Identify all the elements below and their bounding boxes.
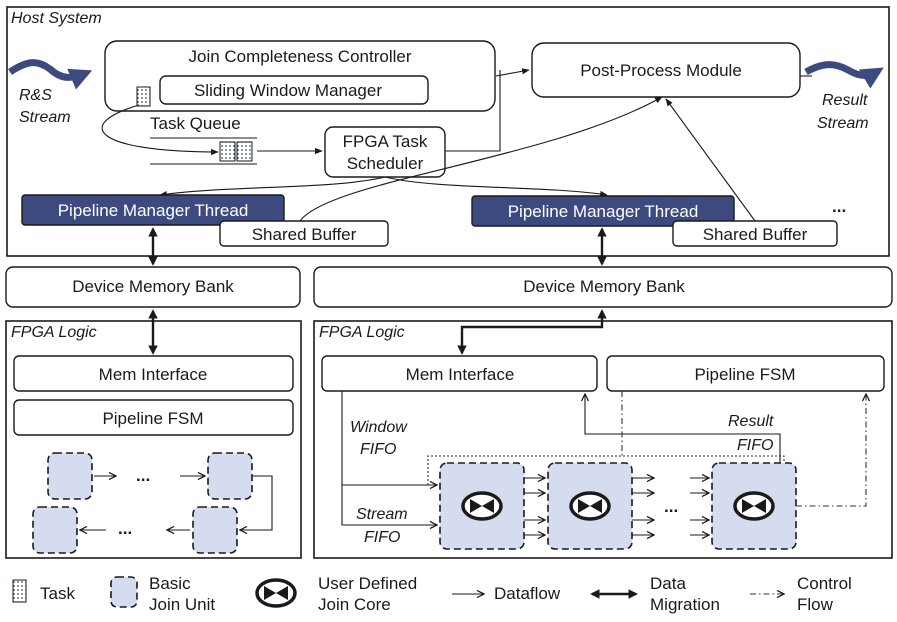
buffer-1-to-postprocess-arrow — [299, 96, 663, 222]
join-core-icon — [733, 491, 775, 521]
legend-migration-1: Data — [650, 574, 686, 593]
result-fifo-dataflow — [585, 394, 781, 463]
scheduler-to-postprocess-line — [445, 70, 501, 152]
basic-join-unit — [47, 452, 93, 500]
result-stream-arrow — [804, 61, 884, 89]
join-core-icon — [461, 491, 503, 521]
result-stream-label-2: Stream — [817, 115, 869, 132]
mem-interface-1 — [13, 355, 294, 392]
window-broadcast-path — [427, 455, 785, 485]
pipeline-thread-1-label: Pipeline Manager Thread — [58, 201, 249, 220]
legend-join-unit-1: Basic — [149, 574, 191, 593]
legend-dataflow: Dataflow — [494, 584, 561, 603]
input-stream-label-1: R&S — [19, 87, 52, 104]
legend-migration-2: Migration — [650, 595, 720, 614]
basic-join-unit — [192, 506, 238, 554]
task-legend-icon — [12, 579, 27, 603]
scheduler-label-1: FPGA Task — [343, 132, 428, 151]
fpga-logic-2-title: FPGA Logic — [319, 324, 405, 341]
queued-task-1 — [219, 141, 236, 162]
result-stream-label-1: Result — [822, 92, 868, 109]
memory-2-to-interface-arrow — [457, 309, 607, 355]
shared-buffer-1-label: Shared Buffer — [252, 225, 357, 244]
stream-fifo-label-1: Stream — [356, 506, 408, 523]
basic-join-unit — [207, 452, 253, 500]
shared-buffer-1 — [219, 220, 389, 247]
legend-core-1: User Defined — [318, 574, 417, 593]
controller-to-postprocess-arrow — [495, 68, 530, 77]
fpga-logic-2: FPGA Logic Mem Interface Pipeline FSM Wi… — [313, 309, 893, 559]
input-stream-arrow — [8, 59, 93, 90]
join-core-icon — [569, 491, 611, 521]
join-unit-legend-icon — [110, 576, 138, 608]
scheduler-to-thread-2-arrow — [384, 176, 608, 198]
post-process-label: Post-Process Module — [580, 61, 742, 80]
post-process-module — [531, 42, 801, 98]
legend-core-2: Join Core — [318, 595, 391, 614]
stream-fifo-label-2: FIFO — [364, 529, 400, 546]
basic-join-unit — [32, 506, 78, 554]
unit-return-arrow — [240, 475, 273, 530]
device-memory-bank-2 — [313, 266, 893, 308]
pipeline-fsm-1 — [13, 399, 294, 436]
legend-control-2: Flow — [797, 595, 834, 614]
host-system: Host System R&S Stream Result Stream Joi… — [6, 6, 890, 257]
queued-task-2 — [236, 141, 253, 162]
pipeline-fsm-2 — [606, 355, 885, 392]
fpga-logic-1: FPGA Logic Mem Interface Pipeline FSM ..… — [5, 309, 302, 559]
scheduler-label-2: Scheduler — [347, 154, 424, 173]
result-fifo-label-2: FIFO — [737, 437, 773, 454]
legend-task: Task — [40, 584, 75, 603]
host-system-title: Host System — [11, 10, 102, 27]
join-core-legend-icon — [255, 578, 297, 608]
pipeline-fsm-2-label: Pipeline FSM — [694, 365, 795, 384]
join-controller-label: Join Completeness Controller — [189, 47, 412, 66]
result-fifo-label-1: Result — [728, 413, 774, 430]
task-to-queue-arrow — [101, 104, 219, 156]
mem-interface-1-label: Mem Interface — [99, 365, 208, 384]
device-memory-bank-1 — [5, 266, 301, 308]
pipeline-thread-2-label: Pipeline Manager Thread — [508, 202, 699, 221]
sliding-window-label: Sliding Window Manager — [194, 81, 382, 100]
fpga-logic-1-title: FPGA Logic — [11, 324, 97, 341]
window-fifo-label-1: Window — [350, 419, 408, 436]
memory-bank-2-label: Device Memory Bank — [523, 277, 685, 296]
pipeline-manager-thread-1 — [21, 194, 285, 226]
task-queue-label: Task Queue — [150, 114, 241, 133]
task-in-controller — [136, 86, 151, 107]
more-threads-ellipsis: ... — [832, 197, 846, 216]
join-units-ellipsis: ... — [664, 497, 678, 516]
memory-bank-1-label: Device Memory Bank — [72, 277, 234, 296]
legend-control-1: Control — [797, 574, 852, 593]
window-fifo-label-2: FIFO — [360, 441, 396, 458]
legend: Task Basic Join Unit User Defined Join C… — [12, 574, 852, 614]
buffer-2-to-postprocess-arrow — [665, 98, 756, 222]
legend-join-unit-2: Join Unit — [149, 595, 215, 614]
mem-interface-2-label: Mem Interface — [406, 365, 515, 384]
mem-interface-2 — [321, 355, 598, 392]
pipeline-fsm-1-label: Pipeline FSM — [102, 409, 203, 428]
stream-fifo-dataflow — [341, 485, 437, 525]
units-ellipsis: ... — [136, 466, 150, 485]
units-ellipsis-2: ... — [118, 519, 132, 538]
window-fifo-dataflow — [341, 391, 437, 485]
shared-buffer-2-label: Shared Buffer — [703, 225, 808, 244]
unit-to-fsm-control-flow — [796, 394, 866, 507]
sliding-window-manager — [159, 75, 429, 105]
pipeline-manager-thread-2 — [471, 195, 735, 227]
scheduler-to-thread-1-arrow — [159, 176, 386, 198]
input-stream-label-2: Stream — [19, 109, 71, 126]
